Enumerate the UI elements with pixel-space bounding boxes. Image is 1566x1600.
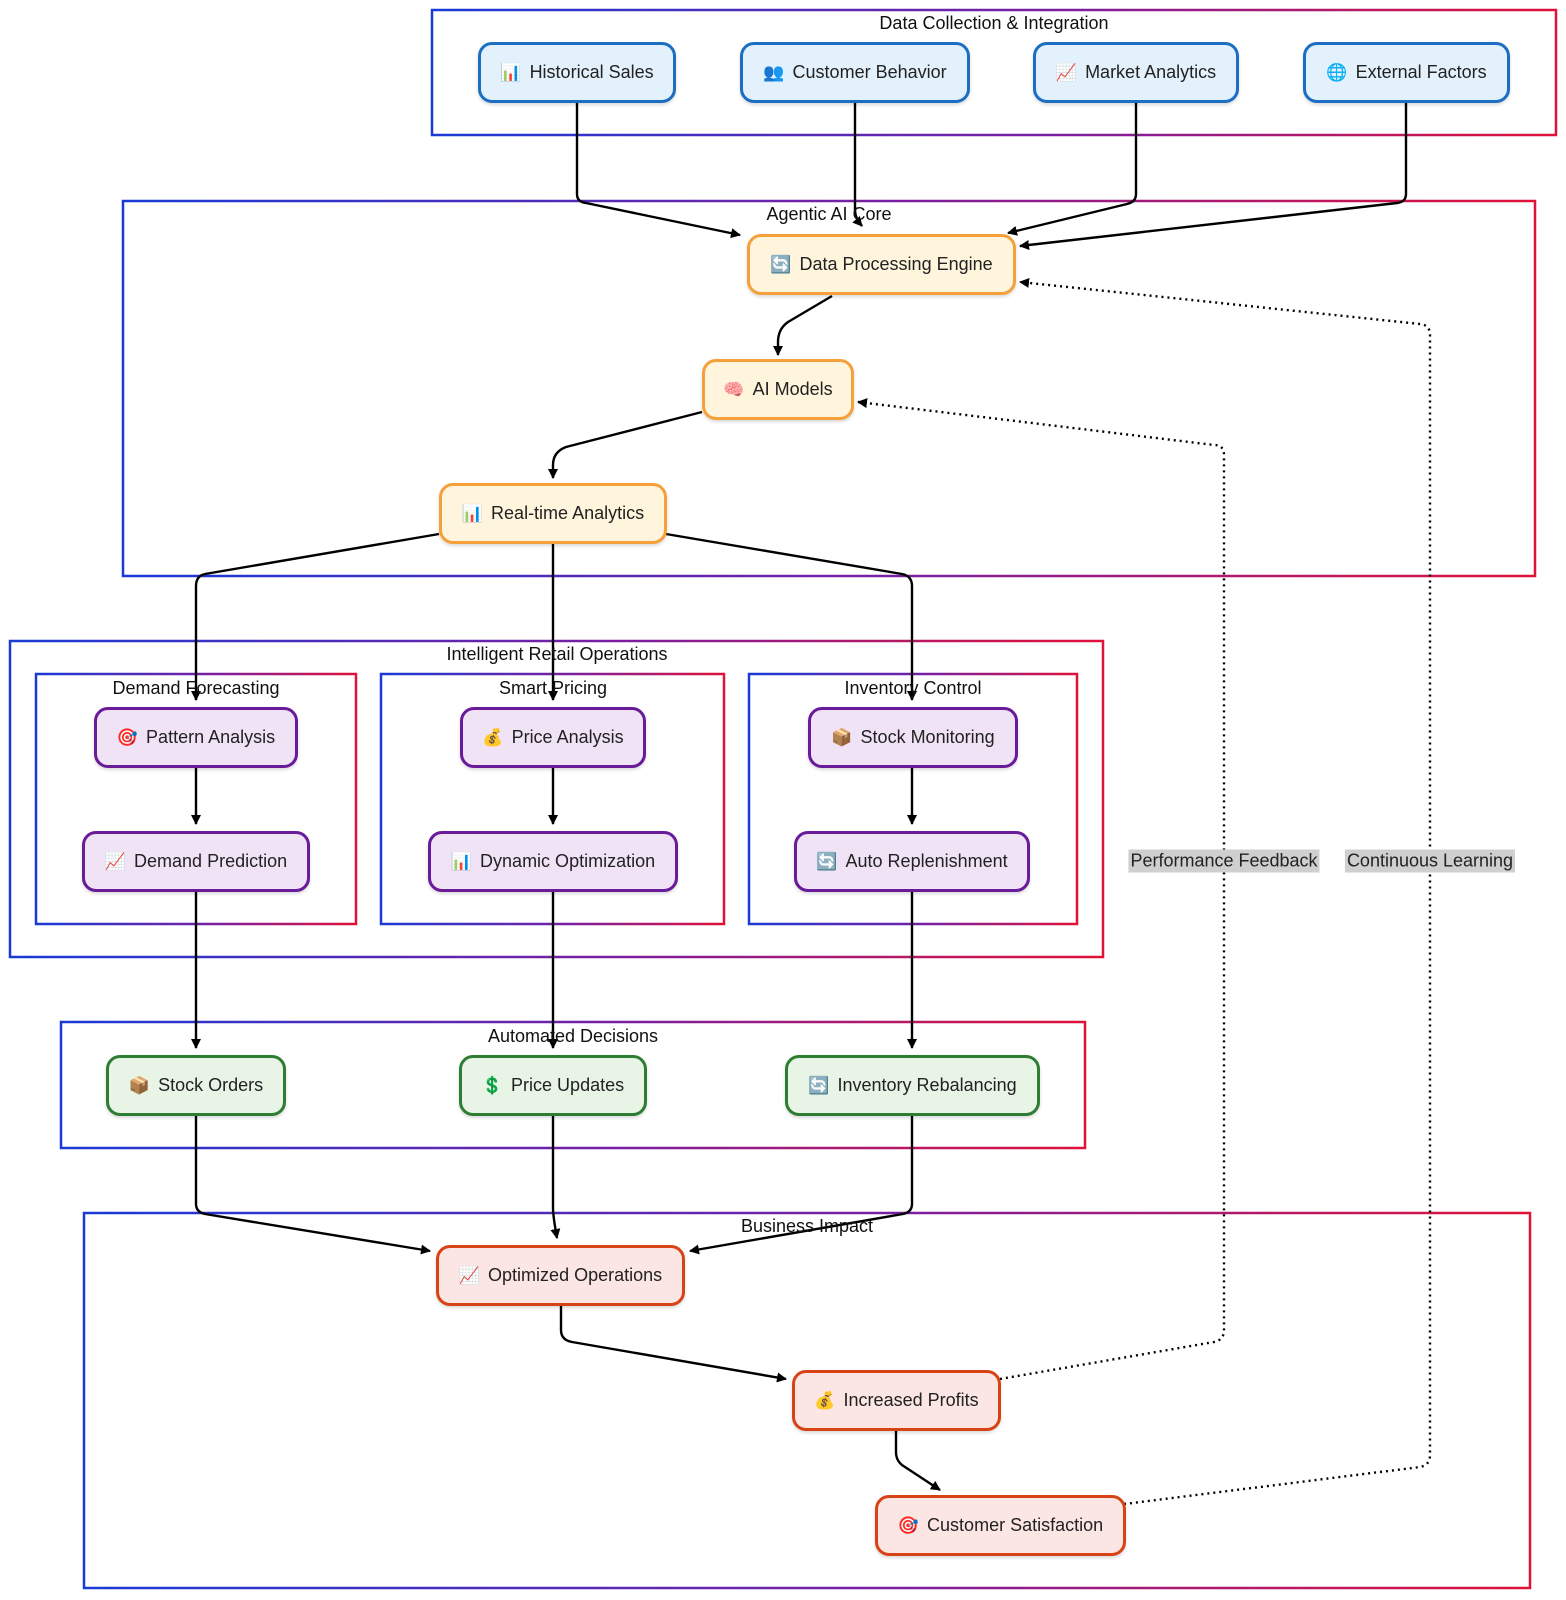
node-label: Price Updates	[511, 1075, 625, 1095]
users-icon: 👥	[763, 63, 785, 82]
node-external-factors[interactable]: 🌐 External Factors	[1303, 42, 1510, 103]
refresh-icon: 🔄	[816, 852, 838, 871]
refresh-icon: 🔄	[808, 1076, 830, 1095]
node-label: Increased Profits	[843, 1390, 979, 1410]
edge-realtime-to-pattern	[191, 532, 440, 701]
group-title-business-impact: Business Impact	[740, 1216, 874, 1236]
group-title-automated-decisions: Automated Decisions	[487, 1026, 659, 1046]
refresh-icon: 🔄	[770, 255, 792, 274]
edge-customer-to-processing	[852, 103, 863, 227]
bar-chart-icon: 📊	[450, 852, 473, 871]
package-icon: 📦	[128, 1076, 151, 1095]
node-increased-profits[interactable]: 💰 Increased Profits	[792, 1370, 1001, 1431]
node-pattern-analysis[interactable]: 🎯 Pattern Analysis	[94, 707, 298, 768]
group-title-inventory-control: Inventory Control	[844, 678, 982, 698]
group-box-ai-core	[121, 199, 1537, 578]
edge-rebalancing-to-optimized	[689, 1116, 914, 1255]
dollar-icon: 💲	[481, 1076, 504, 1095]
edge-realtime-to-stock	[665, 532, 917, 701]
edge-satisfaction-to-processing-learning	[1019, 277, 1432, 1506]
node-label: External Factors	[1355, 62, 1487, 82]
node-market-analytics[interactable]: 📈 Market Analytics	[1033, 42, 1239, 103]
node-price-updates[interactable]: 💲 Price Updates	[459, 1055, 647, 1116]
node-customer-satisfaction[interactable]: 🎯 Customer Satisfaction	[875, 1495, 1126, 1556]
node-label: Data Processing Engine	[799, 254, 993, 274]
group-title-demand-forecasting: Demand Forecasting	[112, 678, 280, 698]
node-label: Real-time Analytics	[491, 503, 645, 523]
edge-profits-to-satisfaction	[894, 1431, 941, 1492]
node-ai-models[interactable]: 🧠 AI Models	[702, 359, 854, 420]
node-realtime-analytics[interactable]: 📊 Real-time Analytics	[439, 483, 667, 544]
trend-chart-icon: 📈	[458, 1266, 481, 1285]
node-label: Customer Behavior	[792, 62, 947, 82]
node-label: Auto Replenishment	[845, 851, 1008, 871]
node-data-processing-engine[interactable]: 🔄 Data Processing Engine	[747, 234, 1016, 295]
node-label: Customer Satisfaction	[927, 1515, 1104, 1535]
group-box-data-collection	[430, 8, 1558, 137]
money-bag-icon: 💰	[482, 728, 504, 747]
node-label: Stock Orders	[158, 1075, 264, 1095]
target-icon: 🎯	[116, 728, 139, 747]
edge-processing-to-models	[773, 294, 833, 356]
group-title-retail-ops: Intelligent Retail Operations	[446, 644, 668, 664]
node-historical-sales[interactable]: 📊 Historical Sales	[478, 42, 676, 103]
group-title-ai-core: Agentic AI Core	[766, 204, 892, 224]
node-label: Optimized Operations	[488, 1265, 663, 1285]
money-bag-icon: 💰	[814, 1391, 836, 1410]
bar-chart-icon: 📊	[500, 63, 522, 82]
node-label: Market Analytics	[1085, 62, 1217, 82]
edge-models-to-realtime	[548, 410, 703, 479]
bar-chart-icon: 📊	[461, 504, 484, 523]
node-label: Stock Monitoring	[860, 727, 995, 747]
node-stock-orders[interactable]: 📦 Stock Orders	[106, 1055, 286, 1116]
node-customer-behavior[interactable]: 👥 Customer Behavior	[740, 42, 970, 103]
node-label: Price Analysis	[511, 727, 624, 747]
package-icon: 📦	[831, 728, 853, 747]
trend-chart-icon: 📈	[104, 852, 127, 871]
node-demand-prediction[interactable]: 📈 Demand Prediction	[82, 831, 310, 892]
group-box-business-impact	[82, 1211, 1532, 1590]
edge-label-performance-feedback: Performance Feedback	[1128, 849, 1320, 873]
node-label: Dynamic Optimization	[480, 851, 656, 871]
edge-label-continuous-learning: Continuous Learning	[1344, 849, 1516, 873]
trend-chart-icon: 📈	[1055, 63, 1078, 82]
node-dynamic-optimization[interactable]: 📊 Dynamic Optimization	[428, 831, 678, 892]
node-label: Inventory Rebalancing	[837, 1075, 1017, 1095]
target-icon: 🎯	[897, 1516, 920, 1535]
group-box-automated-decisions	[59, 1020, 1087, 1150]
node-auto-replenishment[interactable]: 🔄 Auto Replenishment	[794, 831, 1030, 892]
edge-optimized-to-profits	[559, 1306, 787, 1383]
edge-market-to-processing	[1007, 103, 1138, 236]
globe-icon: 🌐	[1326, 63, 1348, 82]
node-label: Pattern Analysis	[146, 727, 276, 747]
brain-icon: 🧠	[723, 380, 745, 399]
group-box-retail-ops	[8, 639, 1105, 959]
node-optimized-operations[interactable]: 📈 Optimized Operations	[436, 1245, 685, 1306]
group-title-data-collection: Data Collection & Integration	[879, 13, 1109, 33]
node-stock-monitoring[interactable]: 📦 Stock Monitoring	[808, 707, 1018, 768]
edge-historical-to-processing	[575, 103, 741, 239]
node-label: Demand Prediction	[134, 851, 288, 871]
group-title-smart-pricing: Smart Pricing	[498, 678, 608, 698]
node-label: AI Models	[752, 379, 833, 399]
edge-external-to-processing	[1019, 103, 1408, 250]
node-inventory-rebalancing[interactable]: 🔄 Inventory Rebalancing	[785, 1055, 1040, 1116]
edge-orders-to-optimized	[194, 1116, 431, 1255]
node-price-analysis[interactable]: 💰 Price Analysis	[460, 707, 646, 768]
edge-updates-to-optimized	[550, 1116, 561, 1239]
node-label: Historical Sales	[529, 62, 654, 82]
